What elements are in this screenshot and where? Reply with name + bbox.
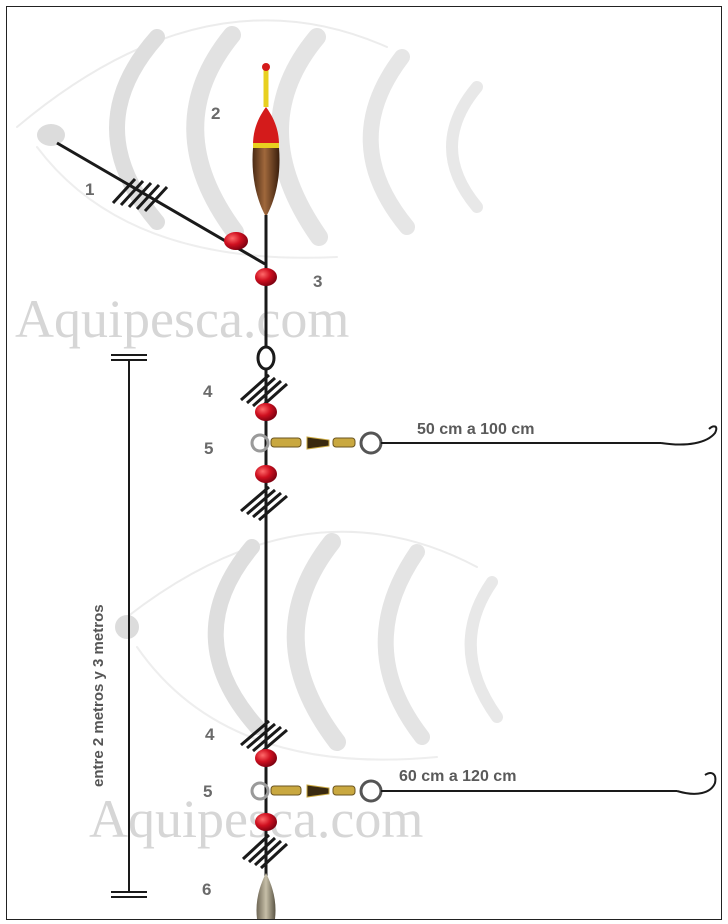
label-5-upper: 5 xyxy=(204,439,213,458)
label-2: 2 xyxy=(211,104,220,123)
fishing-rig-diagram: Aquipesca.com Aquipesca.com 1 2 3 4 xyxy=(15,19,718,919)
label-4-upper: 4 xyxy=(203,382,213,401)
bead-4-lower-icon xyxy=(255,749,277,767)
hook-upper-icon xyxy=(660,425,718,446)
label-6: 6 xyxy=(202,880,211,899)
bead-3-icon xyxy=(255,268,277,286)
watermark-upper: Aquipesca.com xyxy=(15,289,349,349)
leader-length-lower: 60 cm a 120 cm xyxy=(399,768,516,785)
total-length-dimension xyxy=(111,354,147,898)
swivel-lower-icon xyxy=(250,779,383,803)
background-swirl-upper xyxy=(16,19,483,259)
bead-rod-icon xyxy=(224,232,248,250)
label-1: 1 xyxy=(85,180,94,199)
label-5-lower: 5 xyxy=(203,782,212,801)
hook-lower-icon xyxy=(676,772,717,795)
decor-circle xyxy=(115,615,139,639)
leader-length-upper: 50 cm a 100 cm xyxy=(417,421,534,438)
rod-tip-icon xyxy=(37,124,65,146)
stopper-knot-6-icon xyxy=(241,833,289,870)
background-swirl-lower xyxy=(126,530,503,761)
sinker-icon xyxy=(256,873,276,919)
stopper-knot-4-upper-icon xyxy=(240,373,288,411)
stopper-knot-1-icon xyxy=(111,177,169,213)
connector-ring-icon xyxy=(256,345,276,371)
stopper-knot-below-upper-icon xyxy=(240,485,288,522)
diagram-frame: Aquipesca.com Aquipesca.com 1 2 3 4 xyxy=(6,6,722,920)
label-4-lower: 4 xyxy=(205,725,215,744)
bead-5-upper-icon xyxy=(255,465,277,483)
total-length-label: entre 2 metros y 3 metros xyxy=(90,604,107,787)
label-3: 3 xyxy=(313,272,322,291)
swivel-upper-icon xyxy=(250,431,383,455)
bead-5-lower-icon xyxy=(255,813,277,831)
bead-4-upper-icon xyxy=(255,403,277,421)
float-icon xyxy=(252,63,280,252)
